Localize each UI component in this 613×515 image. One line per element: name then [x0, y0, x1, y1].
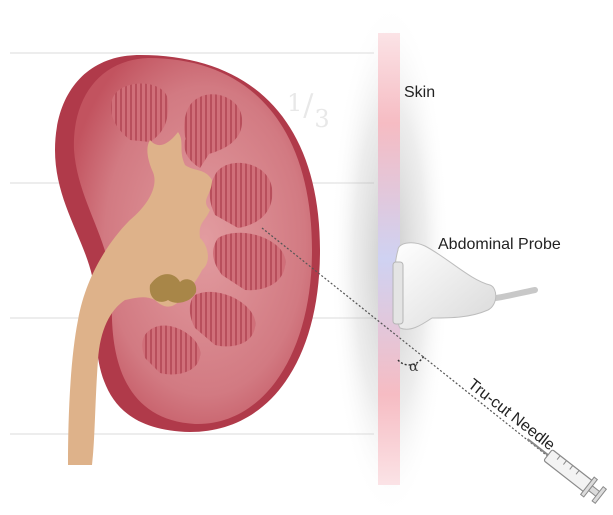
fraction-numerator: 1 [287, 89, 302, 117]
syringe-barrel [544, 449, 594, 492]
abdominal-probe-label: Abdominal Probe [438, 236, 561, 254]
probe-head [393, 262, 403, 324]
abdominal-probe [393, 243, 535, 329]
skin-label: Skin [404, 84, 435, 102]
kidney [55, 55, 320, 465]
fraction-denominator: 3 [314, 105, 329, 133]
angle-alpha-label: α [409, 359, 418, 375]
fraction-slash: / [303, 88, 313, 123]
one-third-fraction: 1/3 [287, 88, 330, 123]
